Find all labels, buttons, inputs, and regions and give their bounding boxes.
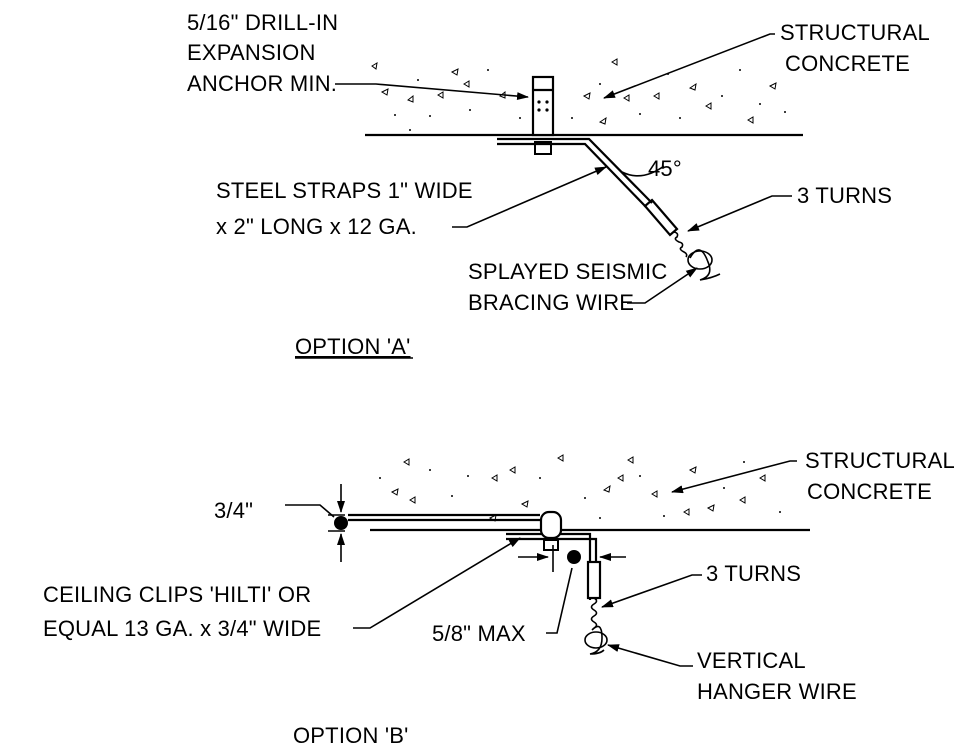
option-b-turns-leader (601, 574, 702, 608)
option-a-wire-sleeve (643, 198, 679, 237)
option-a-angle-label: 45° (648, 156, 682, 181)
option-b-wire-twist (590, 597, 598, 629)
option-b-wire-loop (584, 625, 608, 655)
option-a-wire-label: SPLAYED SEISMIC BRACING WIRE (468, 259, 674, 315)
option-b-gap-label: 3/4" (214, 498, 253, 523)
option-a-wire-loop (687, 249, 721, 281)
option-b-title: OPTION 'B' (293, 723, 409, 748)
option-a-concrete-texture (371, 58, 786, 131)
option-a-angle-arc (621, 165, 665, 177)
option-a-turns-leader (687, 195, 792, 232)
option-b-concrete-texture (379, 454, 781, 522)
option-b-detail: 3/4" STRUCTURAL CONCRETE CEILING CLIPS '… (43, 448, 960, 748)
option-b-max-label: 5/8" MAX (432, 621, 526, 646)
option-b-concrete-label: STRUCTURAL CONCRETE (805, 448, 960, 504)
option-a-anchor-leader (335, 83, 529, 101)
option-a-strap-label: STEEL STRAPS 1" WIDE x 2" LONG x 12 GA. (216, 178, 479, 239)
option-b-concrete-leader (671, 460, 797, 494)
option-b-wire-sleeve (586, 560, 602, 600)
option-b-gap-dimension (285, 484, 348, 562)
option-b-wire-leader (607, 644, 693, 667)
option-a-wire-twist (673, 231, 688, 258)
option-b-turns-label: 3 TURNS (706, 561, 801, 586)
option-a-strap-leader (452, 166, 607, 228)
option-a-concrete-leader (603, 33, 775, 99)
option-b-max-dimension (518, 545, 626, 634)
option-b-wire-label: VERTICAL HANGER WIRE (697, 648, 857, 704)
option-a-wire-leader (627, 267, 698, 304)
option-b-ceiling-clip (348, 513, 598, 600)
option-b-clip-leader (353, 537, 521, 629)
option-b-clip-label: CEILING CLIPS 'HILTI' OR EQUAL 13 GA. x … (43, 582, 321, 641)
option-a-steel-strap (497, 137, 653, 208)
option-a-detail: 5/16" DRILL-IN EXPANSION ANCHOR MIN. STR… (187, 10, 935, 359)
option-a-concrete-label: STRUCTURAL CONCRETE (780, 20, 935, 76)
option-a-turns-label: 3 TURNS (797, 183, 892, 208)
option-a-expansion-anchor (531, 75, 555, 155)
option-b-anchor (539, 510, 563, 551)
option-a-anchor-label: 5/16" DRILL-IN EXPANSION ANCHOR MIN. (187, 10, 345, 96)
option-a-title: OPTION 'A' (295, 334, 411, 359)
